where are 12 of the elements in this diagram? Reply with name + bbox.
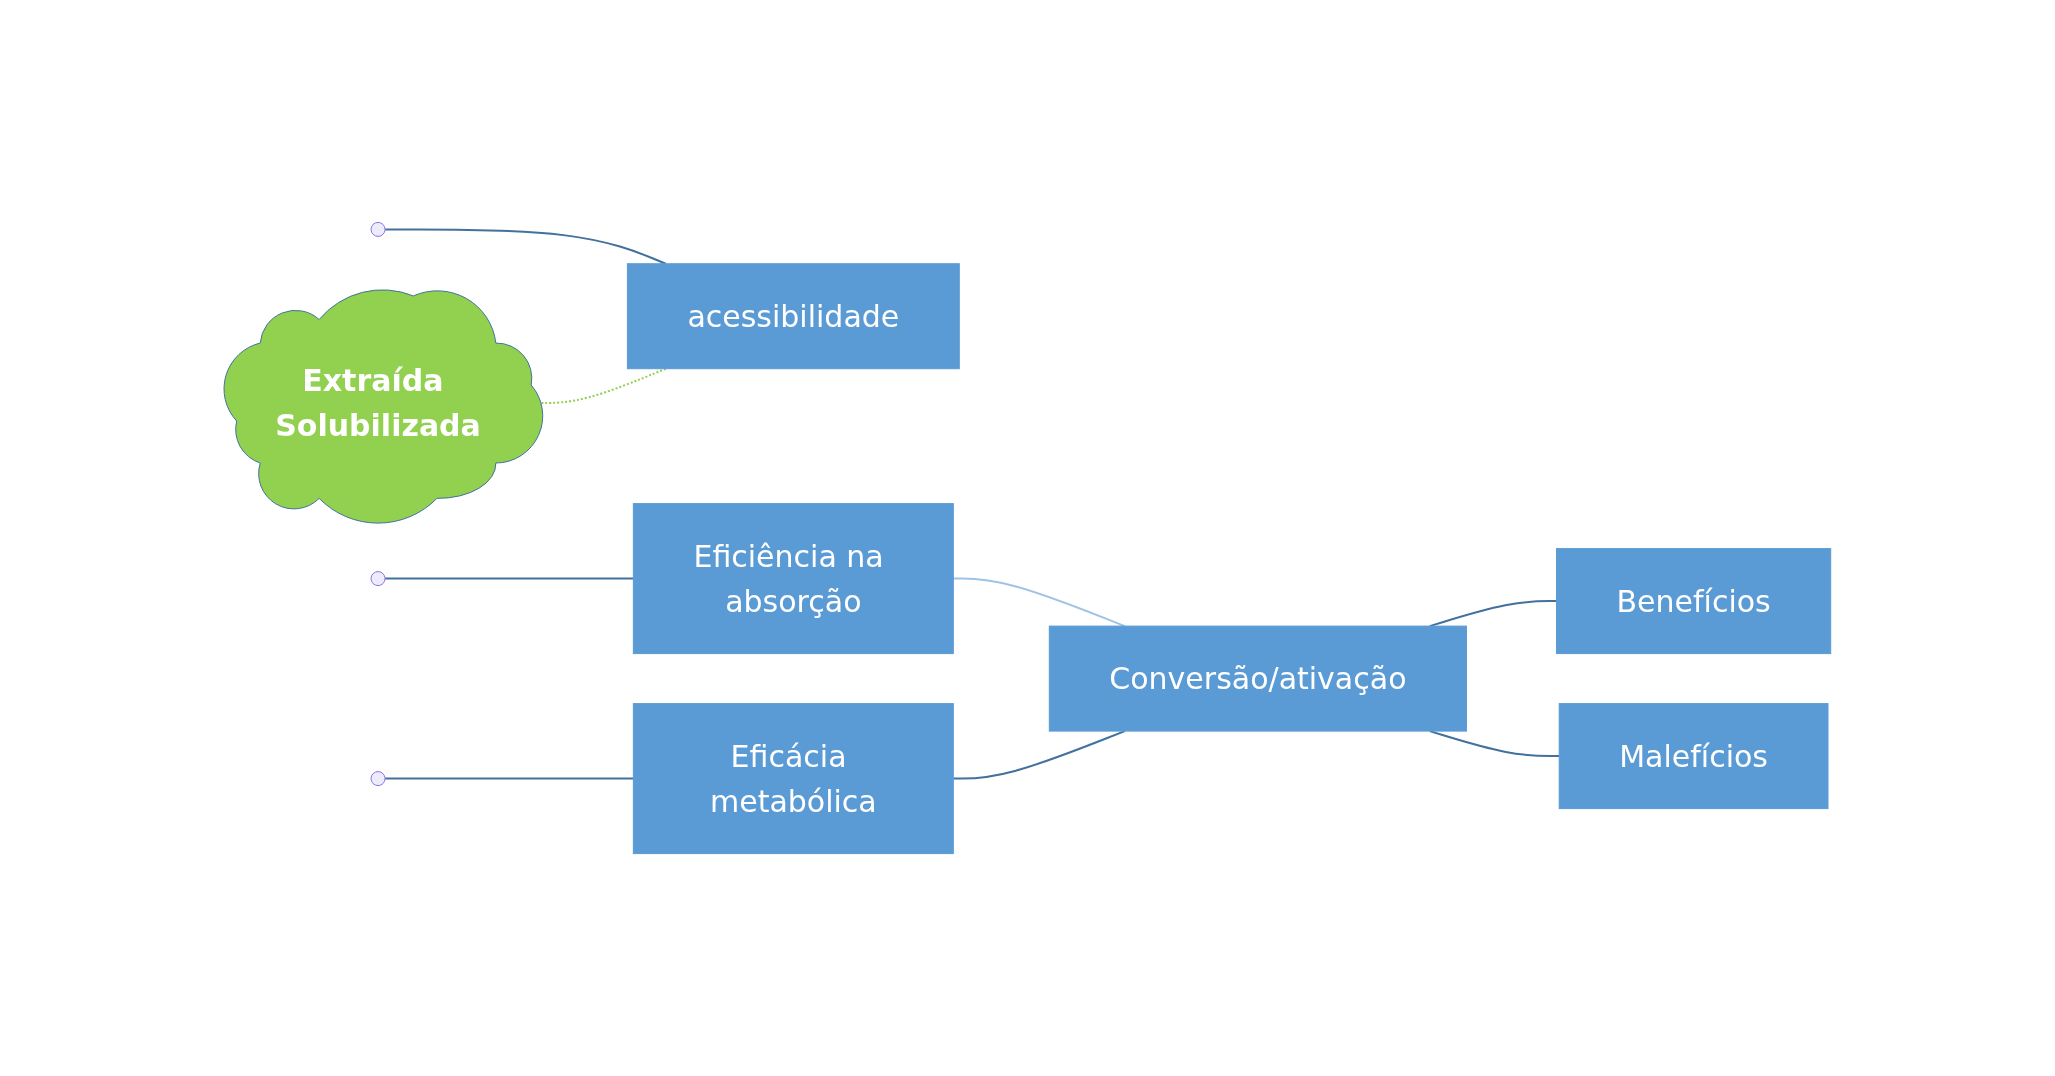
- connector: [384, 228, 667, 265]
- node-box: Eficiência na absorção: [633, 503, 954, 655]
- node-box: Malefícios: [1558, 703, 1829, 810]
- connector: [952, 730, 1126, 780]
- connector: [1428, 600, 1558, 628]
- connector: [952, 577, 1126, 628]
- node-box: Conversão/ativação: [1048, 625, 1468, 732]
- connector: [384, 577, 635, 580]
- node-box: acessibilidade: [627, 263, 960, 370]
- connector: [384, 777, 635, 780]
- node-box: Benefícios: [1556, 548, 1832, 655]
- node-box: Eficácia metabólica: [633, 703, 954, 855]
